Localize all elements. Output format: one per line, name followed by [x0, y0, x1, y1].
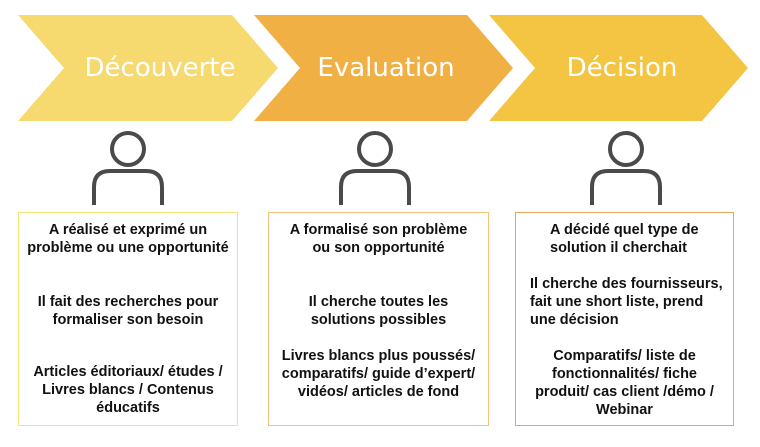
card-text-content: Articles éditoriaux/ études / Livres bla… [33, 364, 223, 416]
chevron-evaluation [254, 15, 513, 121]
card-text-content: Livres blancs plus poussés/ comparatifs/… [281, 348, 476, 400]
stage-label-evaluation: Evaluation [317, 53, 455, 83]
stage-card-decision: A décidé quel type de solution il cherch… [515, 212, 734, 426]
person-icon [339, 131, 411, 205]
card-text-problem: A réalisé et exprimé un problème ou une … [27, 222, 229, 256]
card-text-content: Comparatifs/ liste de fonctionnalités/ f… [535, 348, 714, 418]
stage-card-decouverte: A réalisé et exprimé un problème ou une … [18, 212, 238, 426]
stage-label-decouverte: Découverte [84, 53, 236, 83]
person-icon [590, 131, 662, 205]
card-text-research: Il cherche toutes les solutions possible… [308, 294, 449, 328]
stage-label-decision: Décision [566, 53, 678, 83]
stage-arrows [18, 15, 748, 121]
card-text-research: Il cherche des fournisseurs, fait une sh… [530, 276, 723, 328]
card-text-problem: A décidé quel type de solution il cherch… [550, 222, 699, 256]
chevron-decouverte [18, 15, 278, 121]
stage-card-evaluation: A formalisé son problème ou son opportun… [268, 212, 489, 426]
person-icon [92, 131, 164, 205]
card-text-research: Il fait des recherches pour formaliser s… [37, 294, 219, 328]
chevron-decision [489, 15, 748, 121]
card-text-problem: A formalisé son problème ou son opportun… [289, 222, 468, 256]
